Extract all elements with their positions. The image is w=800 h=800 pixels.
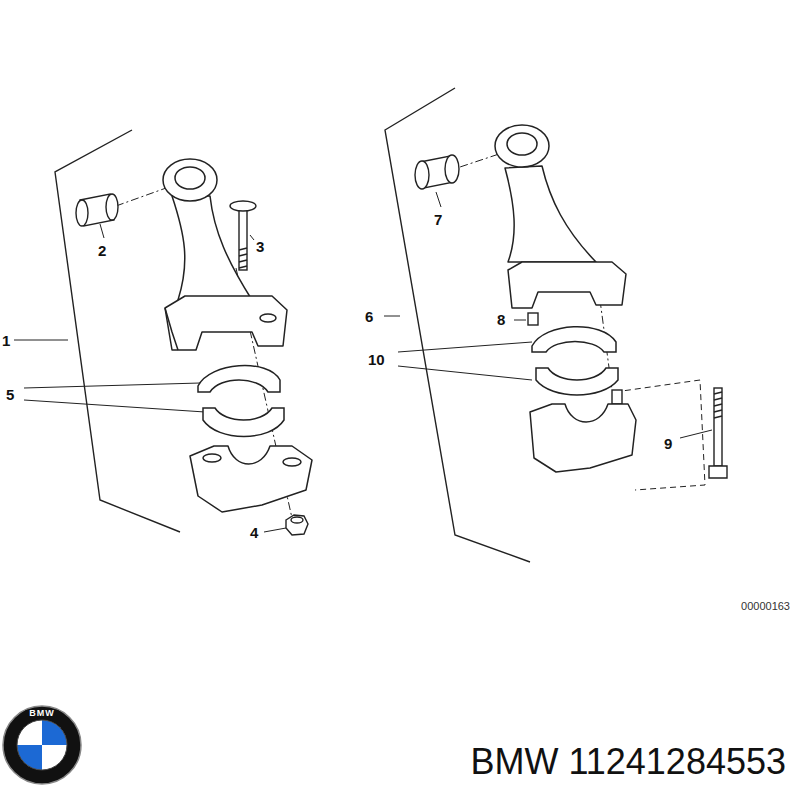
bearing-shell-left <box>198 366 284 437</box>
callout-number: 9 <box>664 436 672 451</box>
dowel-pin <box>528 313 622 404</box>
nut <box>286 515 308 535</box>
leader-line <box>436 192 441 207</box>
callout-number: 4 <box>250 525 258 540</box>
con-rod-right <box>505 166 596 262</box>
con-rod-right <box>508 262 626 308</box>
leader-line <box>14 340 68 341</box>
callout-number: 3 <box>256 239 264 254</box>
part-number: BMW 11241284553 <box>470 744 786 780</box>
dowel-pin <box>528 313 538 325</box>
con-rod-right <box>495 125 549 167</box>
callout-number: 2 <box>98 243 106 258</box>
leader-line <box>398 342 532 352</box>
bolt <box>230 201 256 211</box>
leader-line <box>384 316 400 317</box>
leader-line <box>100 224 104 238</box>
bmw-logo <box>17 720 67 770</box>
con-rod-left <box>175 167 205 189</box>
bearing-shell-left <box>198 366 280 392</box>
bearing-cap-right <box>530 404 636 472</box>
bracket-line <box>55 130 180 532</box>
leader-line <box>250 235 254 240</box>
leader-line <box>680 430 712 438</box>
con-rod-left <box>165 296 287 350</box>
bearing-cap-left <box>203 454 221 462</box>
con-rod-left <box>172 196 252 300</box>
nut <box>286 515 308 535</box>
bushing <box>415 161 429 189</box>
con-rod-left <box>165 308 178 350</box>
bolt <box>239 248 247 268</box>
con-rod-left <box>163 159 287 350</box>
bolt <box>714 388 722 466</box>
bolt <box>239 208 247 270</box>
bushing <box>106 194 118 220</box>
bearing-cap-left <box>283 458 301 466</box>
con-rod-right <box>507 133 537 155</box>
callout-number: 10 <box>368 352 385 367</box>
con-rod-left <box>260 314 276 322</box>
bolt <box>230 201 727 478</box>
leader-line <box>24 400 205 412</box>
leader-line <box>24 383 200 388</box>
bmw-logo <box>3 706 81 784</box>
bushing <box>76 200 88 226</box>
bolt <box>714 392 722 418</box>
bushing <box>76 155 459 226</box>
bearing-cap-right <box>530 404 636 472</box>
bearing-shell-right <box>532 327 616 352</box>
bracket-line <box>55 88 530 562</box>
bushing <box>445 155 459 183</box>
drawing-reference: 00000163 <box>741 601 790 612</box>
callout-number: 7 <box>434 212 442 227</box>
leader-line <box>398 366 532 380</box>
con-rod-right <box>495 125 626 308</box>
con-rod-left <box>163 159 217 201</box>
logo-lettering: BMW <box>29 709 55 718</box>
leader-line <box>14 192 712 532</box>
leader-line <box>514 320 526 321</box>
bearing-shell-right <box>536 368 618 395</box>
callout-number: 5 <box>6 387 14 402</box>
bearing-cap-left <box>190 446 312 512</box>
bmw-logo <box>17 720 67 770</box>
callout-number: 6 <box>365 309 373 324</box>
leader-line <box>264 528 286 532</box>
dowel-pin <box>612 390 622 404</box>
bearing-cap-left <box>190 446 312 512</box>
nut <box>291 517 303 523</box>
bearing-shell-left <box>203 408 284 437</box>
callout-number: 8 <box>497 312 505 327</box>
bmw-logo <box>3 706 81 784</box>
bearing-shell-right <box>532 327 618 395</box>
centre-line <box>116 152 612 518</box>
bolt <box>709 466 727 478</box>
callout-number: 1 <box>2 333 10 348</box>
